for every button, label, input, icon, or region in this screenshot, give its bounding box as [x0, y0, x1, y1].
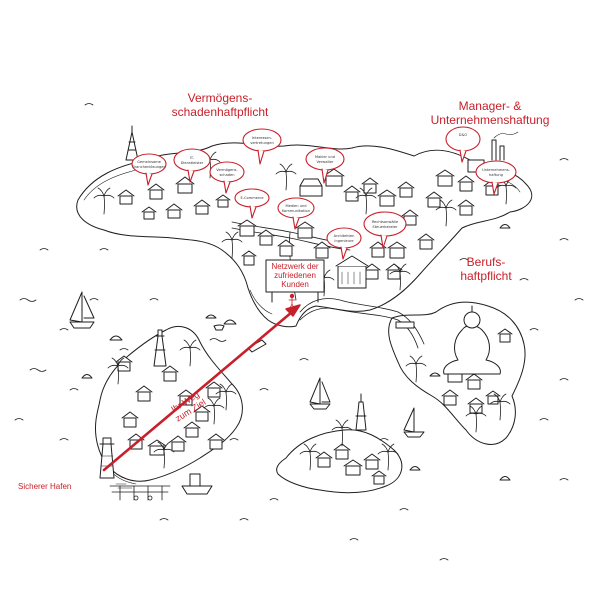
bubble-text-1b: Branchenlösungen: [132, 165, 166, 169]
bubble-rechtsanwaelte: [363, 211, 407, 249]
bubble-text-5a: E-Commerce: [240, 196, 264, 200]
network-sign-label: Netzwerk der zufriedenen Kunden: [264, 262, 326, 290]
bubble-text-6a: Makler und: [315, 155, 335, 159]
buddha-statue: [443, 305, 501, 375]
region-label-manager: Manager- & Unternehmenshaftung: [420, 99, 560, 128]
bubble-vermoegensschaden: [209, 161, 245, 194]
bubble-text-11a: Unternehmens-: [482, 168, 511, 172]
bubble-e-commerce: [234, 188, 270, 219]
region-label-berufs-line1: Berufs-: [466, 255, 506, 269]
bubble-text-7b: Kommunikation: [282, 209, 310, 213]
palm-trees: [93, 151, 517, 471]
bubble-text-3a: Vermögens-: [216, 168, 238, 172]
bubble-text-4a: Interessen-: [252, 136, 273, 140]
buildings: [115, 159, 513, 485]
harbor-piers: [109, 485, 171, 501]
bubble-text-3b: schaden: [219, 173, 234, 177]
bubble-d-and-o: [445, 126, 481, 163]
sea-waves: [14, 103, 584, 561]
bubble-text-2b: Dienstleister: [181, 161, 204, 165]
bubble-text-9a: Rechtsanwälte: [372, 220, 399, 224]
bubble-text-7a: Medien und: [285, 204, 306, 208]
region-label-berufs: Berufs- haftpflicht: [446, 255, 526, 284]
region-label-vermoegens: Vermögens- schadenhaftpflicht: [150, 91, 290, 120]
region-label-vermoegens-line1: Vermögens-: [187, 91, 253, 105]
network-sign-line2: zufriedenen: [274, 271, 316, 281]
bubble-text-9b: Steuerberater: [372, 225, 398, 229]
network-sign-line3: Kunden: [281, 280, 309, 290]
bubble-medien: [277, 197, 315, 230]
bubble-unternehmenshaftung: [475, 160, 517, 195]
bubble-text-8b: Ingenieure: [334, 239, 354, 243]
bubble-interessenvertretungen: [242, 128, 282, 165]
bubble-text-6b: Verwalter: [316, 160, 334, 164]
bubble-branchenloesungen: [131, 153, 167, 186]
region-label-vermoegens-line2: schadenhaftpflicht: [171, 104, 269, 119]
bubble-makler: [305, 147, 345, 184]
rocks: [81, 224, 511, 481]
bubble-text-11b: haftung: [489, 173, 503, 177]
region-label-manager-line1: Manager- &: [458, 99, 522, 113]
boats: [69, 291, 425, 495]
bubble-texts: Gemeinsame Branchenlösungen IT- Dienstle…: [132, 133, 510, 243]
towers: [99, 125, 519, 479]
bubble-it-dienstleister: [173, 148, 211, 183]
network-sign-board: [265, 259, 325, 309]
harbor-label: Sicherer Hafen: [18, 482, 72, 491]
south-center-island: [276, 429, 403, 494]
southeast-island: [388, 301, 526, 445]
bubble-text-8a: Architekten: [334, 234, 355, 238]
path-arrow: [102, 304, 301, 472]
bubble-text-10a: D&O: [459, 133, 468, 137]
bubble-text-1a: Gemeinsame: [137, 160, 162, 164]
bubble-text-2a: IT-: [190, 156, 195, 160]
bubble-architekten: [326, 227, 362, 260]
region-label-berufs-line2: haftpflicht: [460, 268, 512, 283]
category-bubbles: [131, 126, 517, 260]
network-sign-line1: Netzwerk der: [271, 262, 319, 271]
region-label-manager-line2: Unternehmenshaftung: [430, 112, 550, 127]
bubble-text-4b: vertretungen: [250, 141, 274, 145]
